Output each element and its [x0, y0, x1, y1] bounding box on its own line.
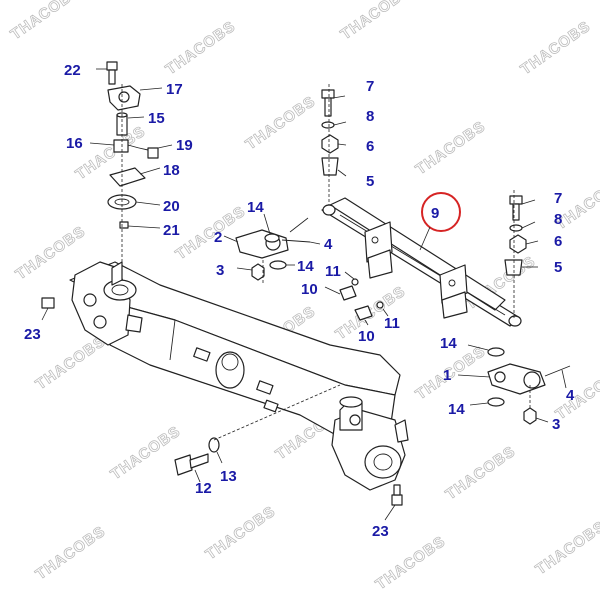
callout-3: 3 — [216, 262, 224, 279]
callout-4b: 4 — [566, 387, 575, 404]
watermark-text: THACOBS — [108, 423, 184, 483]
callout-2: 2 — [214, 229, 222, 246]
callout-14d: 14 — [448, 401, 465, 418]
watermark-text: THACOBS — [203, 503, 279, 563]
callout-20: 20 — [163, 198, 180, 215]
watermark-text: THACOBS — [338, 0, 414, 43]
right-steering-knuckle — [331, 396, 409, 491]
callout-22: 22 — [64, 62, 81, 79]
watermark-text: THACOBS — [533, 518, 600, 578]
callout-5: 5 — [366, 173, 374, 190]
steering-cylinder — [321, 197, 522, 327]
callout-11b: 11 — [384, 315, 400, 332]
callout-21: 21 — [163, 222, 180, 239]
lower-fasteners — [41, 297, 403, 521]
callout-6: 6 — [366, 138, 374, 155]
highlight-circle — [421, 192, 461, 232]
callout-18: 18 — [163, 162, 180, 179]
callout-8b: 8 — [554, 211, 562, 228]
cylinder-mount-bolt-stack-left — [321, 84, 347, 205]
left-tie-rod-end-assembly — [223, 213, 321, 285]
watermark-text: THACOBS — [413, 118, 489, 178]
callout-1: 1 — [443, 367, 451, 384]
callout-23: 23 — [24, 326, 41, 343]
callout-3b: 3 — [552, 416, 560, 433]
watermark-text: THACOBS — [33, 523, 109, 583]
callout-10: 10 — [301, 281, 318, 298]
callout-8: 8 — [366, 108, 374, 125]
callout-5b: 5 — [554, 259, 562, 276]
callout-15: 15 — [148, 110, 165, 127]
watermark-text: THACOBS — [518, 18, 594, 78]
callout-7: 7 — [366, 78, 374, 95]
callout-19: 19 — [176, 137, 193, 154]
front-axle-beam — [69, 261, 401, 441]
callout-layer: 22 17 15 16 19 18 20 21 2 14 4 3 14 11 1… — [24, 62, 575, 540]
watermark-text: THACOBS — [443, 443, 519, 503]
watermark-text: THACOBS — [173, 203, 249, 263]
callout-17: 17 — [166, 81, 183, 98]
watermark-text: THACOBS — [163, 18, 239, 78]
upper-pin-assembly — [89, 61, 173, 270]
callout-6b: 6 — [554, 233, 562, 250]
left-steering-knuckle — [71, 261, 143, 346]
grease-fitting-assembly — [324, 271, 389, 326]
callout-13: 13 — [220, 468, 237, 485]
callout-11: 11 — [325, 263, 341, 280]
callout-14c: 14 — [440, 335, 457, 352]
callout-9: 9 — [431, 205, 439, 222]
callout-14b: 14 — [297, 258, 314, 275]
watermark-text: THACOBS — [8, 0, 84, 43]
cylinder-mount-bolt-stack-right — [504, 190, 539, 320]
watermark-text: THACOBS — [553, 363, 600, 423]
callout-10b: 10 — [358, 328, 375, 345]
callout-23b: 23 — [372, 523, 389, 540]
watermark-text: THACOBS — [33, 333, 109, 393]
callout-14: 14 — [247, 199, 264, 216]
right-tie-rod-end-assembly — [457, 344, 571, 425]
callout-7b: 7 — [554, 190, 562, 207]
callout-12: 12 — [195, 480, 212, 497]
callout-4: 4 — [324, 236, 333, 253]
callout-16: 16 — [66, 135, 83, 152]
watermark-text: THACOBS — [373, 533, 449, 593]
watermark-text: THACOBS — [243, 93, 319, 153]
